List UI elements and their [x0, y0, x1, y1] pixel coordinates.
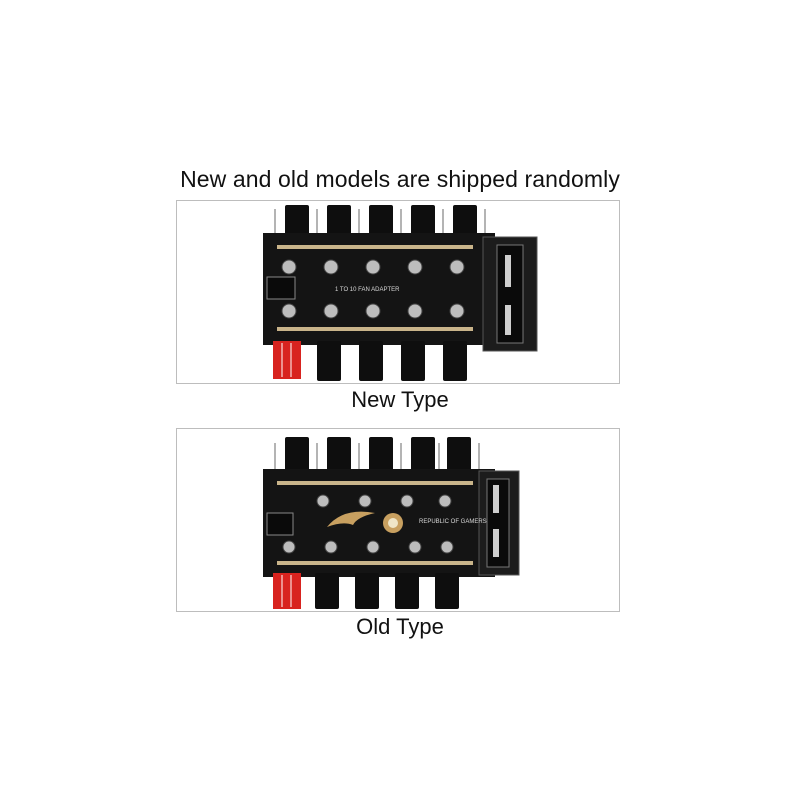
headline-text: New and old models are shipped randomly	[180, 166, 620, 192]
old-type-fan-hub-board: REPUBLIC OF GAMERS	[263, 437, 520, 609]
new-type-caption: New Type	[351, 387, 449, 412]
pcb-marking-text: REPUBLIC OF GAMERS	[419, 519, 487, 525]
old-type-caption: Old Type	[356, 614, 444, 639]
old-type-product-photo: REPUBLIC OF GAMERS	[176, 428, 620, 612]
new-type-product-photo: 1 TO 10 FAN ADAPTER	[176, 200, 620, 384]
pcb-marking-text: 1 TO 10 FAN ADAPTER	[335, 287, 400, 293]
new-type-fan-hub-board: 1 TO 10 FAN ADAPTER	[263, 205, 538, 381]
